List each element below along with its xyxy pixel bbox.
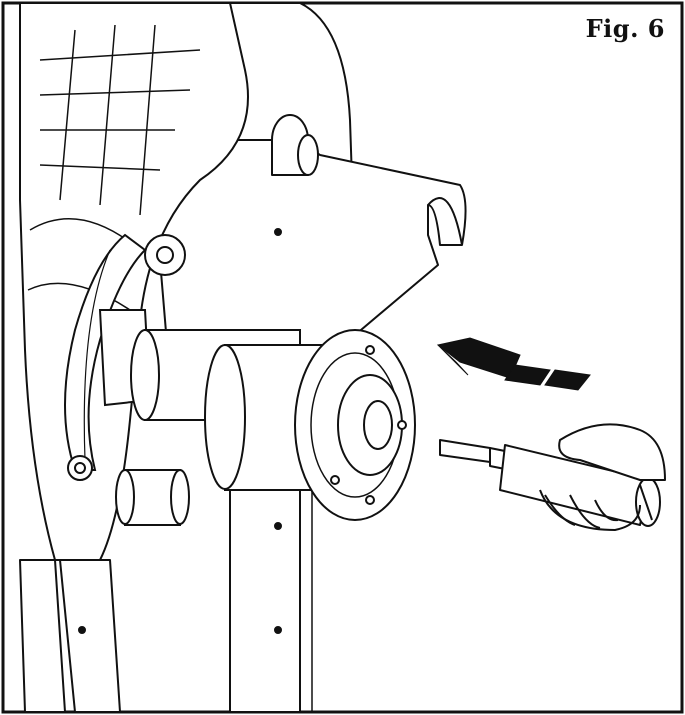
hand-tool-illustration xyxy=(439,423,666,531)
brake-arm-illustration xyxy=(64,233,190,526)
figure-label: Fig. 6 xyxy=(585,14,665,43)
direction-arrow-icon xyxy=(436,337,591,391)
shaft-illustration xyxy=(130,329,416,521)
